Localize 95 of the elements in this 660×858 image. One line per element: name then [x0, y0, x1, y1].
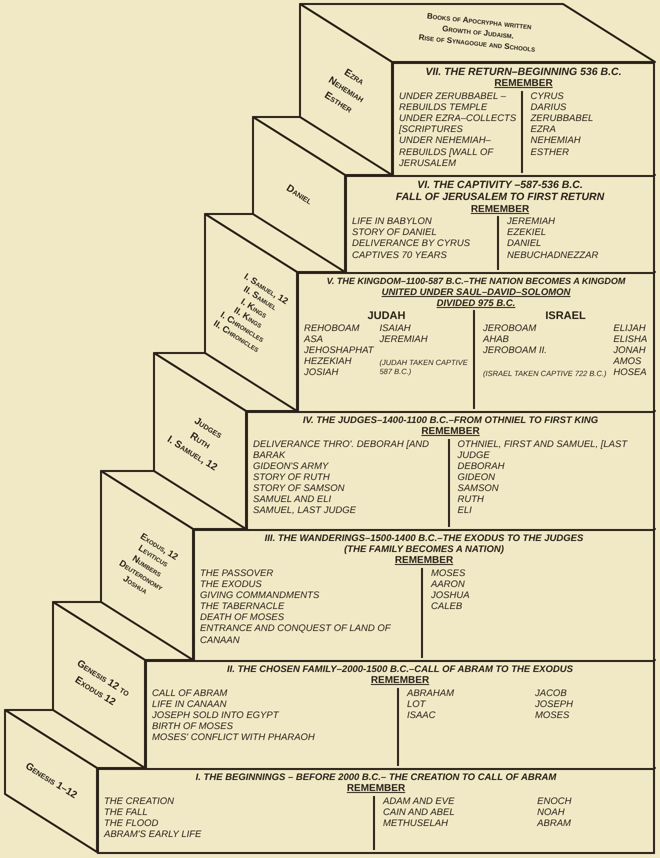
remember-heading: REMEMBER: [346, 783, 406, 794]
list-item: ESTHER: [530, 146, 570, 158]
list-item: STORY OF DANIEL: [352, 227, 438, 238]
list-item: LOT: [407, 698, 427, 710]
remember-heading: REMEMBER: [494, 78, 553, 90]
list-item: ELI: [458, 505, 473, 517]
list-item: GIDEON'S ARMY: [253, 461, 330, 472]
list-item: EZRA: [530, 124, 557, 136]
list-item: JEREMIAH: [507, 216, 556, 228]
list-item: DEBORAH: [458, 461, 506, 472]
list-item: MOSES: [534, 710, 570, 722]
list-item: RUTH: [458, 494, 485, 506]
list-item: HOSEA: [613, 367, 648, 378]
list-item: THE TABERNACLE: [200, 601, 286, 612]
list-item: ELIJAH: [613, 322, 647, 334]
list-item: DELIVERANCE THRO'. DEBORAH [AND BARAK: [253, 438, 430, 462]
list-item: DARIUS: [530, 102, 568, 114]
period-heading: (THE FAMILY BECOMES A NATION): [343, 544, 505, 556]
period-heading: FALL OF JERUSALEM TO FIRST RETURN: [394, 191, 606, 204]
list-item: AARON: [431, 579, 466, 590]
list-item: SAMUEL, LAST JUDGE: [253, 505, 357, 517]
list-item: ENOCH: [537, 796, 572, 807]
list-item: ISAIAH: [380, 322, 412, 334]
list-item: NOAH: [537, 806, 566, 818]
period-heading: V. THE KINGDOM–1100-587 B.C.–THE NATION BECOMES A KINGDOM: [326, 276, 626, 287]
list-item: THE FLOOD: [104, 818, 160, 830]
period-heading: III. THE WANDERINGS–1500-1400 B.C.–THE EXODUS TO THE JUDGES: [264, 533, 584, 544]
list-item: JEROBOAM: [483, 322, 538, 334]
list-item: ENTRANCE AND CONQUEST OF LAND OF CANAAN: [200, 623, 392, 646]
list-item: NEHEMIAH: [530, 135, 582, 147]
list-item: STORY OF SAMSON: [253, 483, 346, 494]
list-item: ABRAHAM: [407, 688, 455, 699]
list-item: EZEKIEL: [507, 227, 548, 238]
list-item: LIFE IN BABYLON: [352, 216, 433, 228]
list-item: AHAB: [483, 334, 510, 345]
list-item: UNDER NEHEMIAH–REBUILDS [WALL OF JERUSALEM: [399, 135, 495, 169]
list-item: THE PASSOVER: [200, 568, 274, 580]
list-item: BIRTH OF MOSES: [152, 721, 234, 732]
list-item: THE FALL: [104, 806, 149, 818]
list-item: DELIVERANCE BY CYRUS: [352, 238, 472, 250]
list-item: JEHOSHAPHAT: [304, 344, 374, 356]
list-item: CAPTIVES 70 YEARS: [352, 250, 448, 261]
list-item: MOSES: [431, 568, 466, 580]
list-item: UNDER ZERUBBABEL –REBUILDS TEMPLE: [399, 90, 507, 114]
subheading: UNITED UNDER SAUL–DAVID–SOLOMON: [382, 286, 570, 298]
list-item: REHOBOAM: [304, 322, 360, 334]
column-heading: JUDAH: [366, 310, 406, 323]
list-item: JACOB: [534, 688, 568, 699]
remember-heading: REMEMBER: [370, 675, 430, 686]
list-item: JEROBOAM II.: [483, 344, 548, 356]
list-item: NEBUCHADNEZZAR: [507, 250, 600, 261]
list-item: ZERUBBABEL: [530, 113, 594, 124]
column-heading: ISRAEL: [544, 310, 587, 323]
list-item: ADAM AND EVE: [383, 796, 456, 807]
period-heading: II. THE CHOSEN FAMILY–2000-1500 B.C.–CALL OF ABRAM TO THE EXODUS: [226, 664, 574, 676]
list-item: ABRAM: [537, 818, 572, 830]
remember-heading: REMEMBER: [394, 555, 454, 566]
list-item: LIFE IN CANAAN: [152, 698, 228, 710]
list-item: JOSEPH: [534, 698, 574, 710]
list-item: CALEB: [431, 601, 464, 612]
period-heading: IV. THE JUDGES–1400-1100 B.C.–FROM OTHNIEL TO FIRST KING: [302, 415, 600, 426]
step-front-panel: [392, 62, 655, 177]
subheading: DIVIDED 975 B.C.: [436, 298, 516, 309]
list-item: JEREMIAH: [380, 334, 429, 345]
period-heading: I. THE BEGINNINGS – BEFORE 2000 B.C.– THE CREATION TO CALL OF ABRAM: [194, 772, 558, 784]
list-item: DEATH OF MOSES: [200, 612, 286, 624]
list-item: GIVING COMMANDMENTS: [200, 590, 320, 602]
list-item: JOSHUA: [431, 590, 471, 602]
list-item: JOSEPH SOLD INTO EGYPT: [152, 710, 280, 722]
list-item: GIDEON: [458, 472, 496, 484]
list-item: CAIN AND ABEL: [383, 806, 456, 818]
list-item: STORY OF RUTH: [253, 472, 331, 484]
list-item: ISAAC: [407, 710, 437, 722]
list-item: OTHNIEL, FIRST AND SAMUEL, [LAST JUDGE: [458, 438, 629, 462]
list-item: DANIEL: [507, 238, 542, 250]
list-item: JONAH: [613, 344, 647, 356]
list-item: ASA: [304, 334, 324, 345]
remember-heading: REMEMBER: [470, 204, 530, 215]
list-item: METHUSELAH: [383, 818, 449, 830]
list-item: CALL OF ABRAM: [152, 688, 228, 699]
list-item: SAMUEL AND ELI: [253, 494, 332, 506]
list-item: ABRAM'S EARLY LIFE: [104, 829, 202, 840]
list-item: SAMSON: [458, 483, 500, 494]
period-heading: VI. THE CAPTIVITY –587-536 B.C.: [416, 179, 584, 192]
period-heading: VII. THE RETURN–BEGINNING 536 B.C.: [424, 66, 623, 78]
list-item: THE EXODUS: [200, 579, 263, 590]
list-item: MOSES' CONFLICT WITH PHARAOH: [152, 732, 316, 744]
list-item: ELISHA: [613, 334, 648, 345]
remember-heading: REMEMBER: [421, 426, 480, 438]
list-item: CYRUS: [530, 90, 565, 102]
list-item: JOSIAH: [304, 367, 340, 378]
list-item: HEZEKIAH: [304, 356, 353, 368]
list-item: AMOS: [613, 356, 642, 368]
list-item: THE CREATION: [104, 796, 176, 807]
list-item: UNDER EZRA–COLLECTS [SCRIPTURES: [399, 113, 516, 136]
